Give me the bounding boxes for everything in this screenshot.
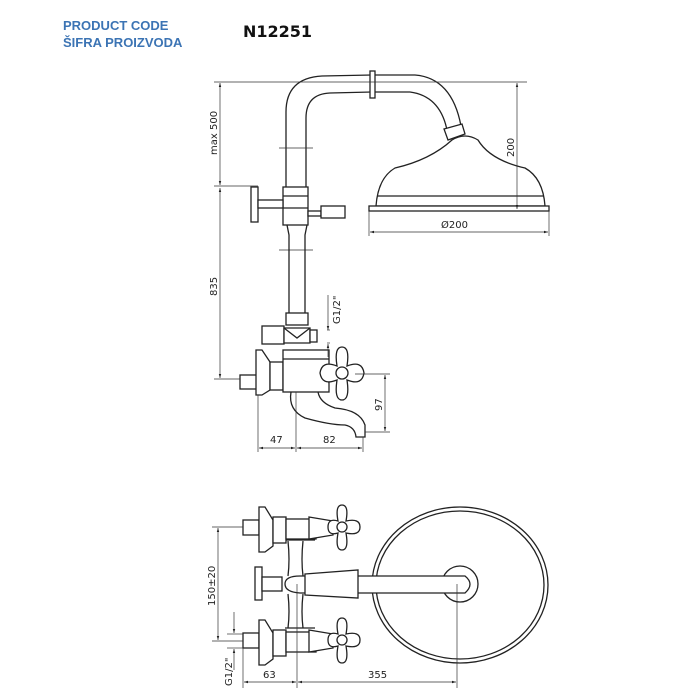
bath-spout bbox=[289, 391, 366, 438]
dim-thread-g12-top: G1/2" bbox=[224, 658, 235, 686]
shower-head-plate bbox=[368, 205, 550, 212]
label-croatian: ŠIFRA PROIZVODA bbox=[63, 35, 183, 50]
shower-head-nut bbox=[443, 123, 466, 141]
lower-valve bbox=[242, 617, 361, 666]
dim-47: 47 bbox=[270, 435, 283, 446]
dim-thread-g12: G1/2" bbox=[332, 296, 343, 324]
dim-diameter-200: Ø200 bbox=[441, 219, 468, 231]
dim-835: 835 bbox=[209, 277, 220, 296]
top-view-drawing bbox=[242, 504, 549, 666]
escutcheon bbox=[255, 349, 271, 396]
dim-200-height: 200 bbox=[506, 138, 517, 157]
wall-inlet bbox=[239, 374, 258, 390]
shower-head bbox=[375, 135, 546, 207]
dim-97: 97 bbox=[374, 398, 385, 411]
dim-82: 82 bbox=[323, 435, 336, 446]
side-view-dimensions: max 500 835 200 Ø200 G1/2" 97 47 82 bbox=[209, 81, 550, 452]
label-english: PRODUCT CODE bbox=[63, 18, 169, 33]
diverter-body bbox=[282, 186, 309, 226]
dim-150-20: 150±20 bbox=[207, 566, 218, 606]
side-view-drawing bbox=[239, 70, 550, 438]
dim-355: 355 bbox=[368, 670, 387, 681]
cross-handle-icon bbox=[319, 346, 365, 401]
shower-arm bbox=[375, 74, 462, 127]
shower-outlet-union bbox=[261, 325, 285, 345]
shower-riser-pipe bbox=[285, 74, 373, 188]
dim-max-500: max 500 bbox=[209, 111, 220, 155]
top-view-dimensions: 150±20 G1/2" 63 355 bbox=[207, 526, 458, 688]
upper-valve bbox=[242, 504, 361, 553]
wall-flange bbox=[369, 70, 376, 99]
product-code-value: N12251 bbox=[243, 22, 313, 41]
diverter-lever bbox=[320, 205, 346, 219]
diverter-knob bbox=[250, 186, 259, 223]
dim-63: 63 bbox=[263, 670, 276, 681]
product-code-label: PRODUCT CODE ŠIFRA PROIZVODA bbox=[63, 17, 182, 51]
